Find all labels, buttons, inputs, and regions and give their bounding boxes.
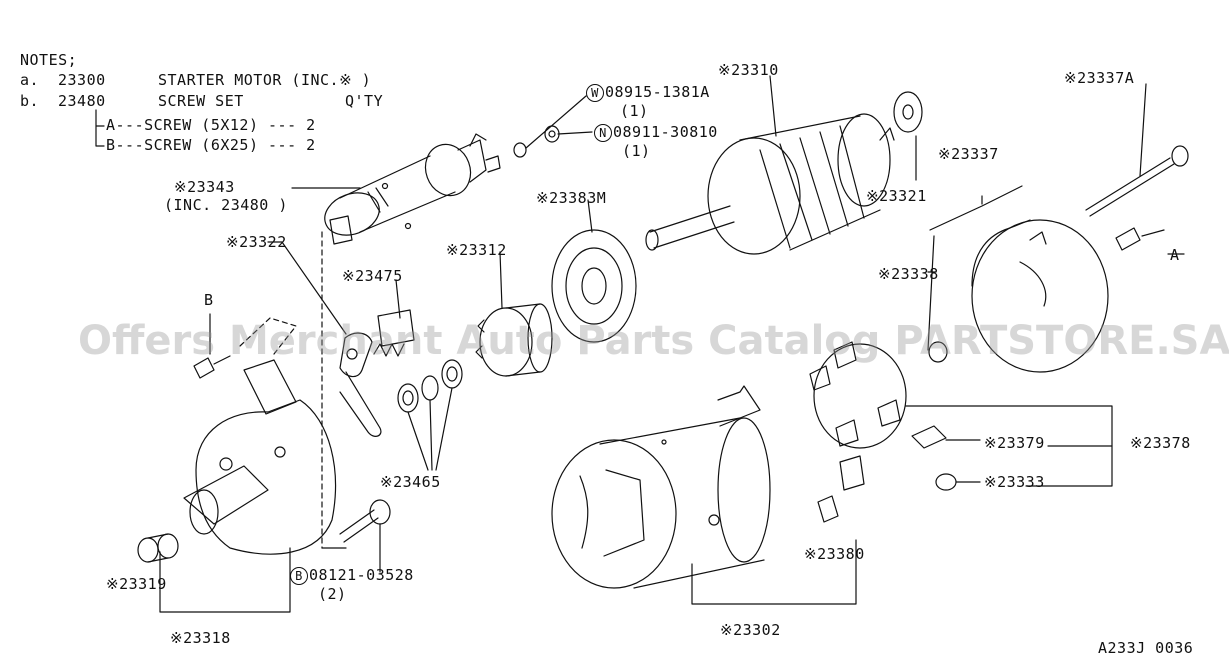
washer-set-part <box>397 359 463 471</box>
callout-23338: ※23338 <box>878 265 939 283</box>
screw-a-part <box>1115 227 1165 251</box>
n-part-number: 08911-30810 <box>613 123 718 141</box>
front-bushing-part <box>137 533 179 563</box>
w-part-number: 08915-1381A <box>605 83 710 101</box>
callout-23343: ※23343 <box>174 178 235 196</box>
note-b-letter: b. <box>20 92 40 110</box>
callout-23379: ※23379 <box>984 434 1045 452</box>
brush-and-spring-part <box>911 425 1113 491</box>
leader-lines <box>267 75 1185 335</box>
rear-cover-part <box>929 185 1109 373</box>
callout-23322: ※23322 <box>226 233 287 251</box>
watermark: Offers Merchant Auto Parts Catalog PARTS… <box>78 318 1229 364</box>
label-a: A <box>1170 246 1180 264</box>
callout-23333: ※23333 <box>984 473 1045 491</box>
callout-23318: ※23318 <box>170 629 231 647</box>
callout-23319: ※23319 <box>106 575 167 593</box>
b-part-number: 08121-03528 <box>309 566 414 584</box>
callout-23337A: ※23337A <box>1064 69 1135 87</box>
brush-part <box>691 455 865 605</box>
note-b-part: 23480 <box>58 92 106 110</box>
n-badge: N <box>594 124 612 142</box>
callout-23475: ※23475 <box>342 267 403 285</box>
center-plate-part <box>551 229 637 343</box>
notes-bracket <box>95 109 105 147</box>
pinion-part <box>475 303 553 377</box>
drive-housing-part <box>159 317 337 613</box>
field-yoke-part <box>551 385 771 589</box>
note-a-letter: a. <box>20 71 40 89</box>
label-b: B <box>204 291 214 309</box>
b-qty: (2) <box>318 585 347 603</box>
callout-23310: ※23310 <box>718 61 779 79</box>
solenoid-part <box>324 133 501 245</box>
note-a-desc: STARTER MOTOR (INC.※ ) <box>158 71 372 89</box>
callout-23312: ※23312 <box>446 241 507 259</box>
armature-part <box>645 91 923 255</box>
callout-23302: ※23302 <box>720 621 781 639</box>
callout-23321: ※23321 <box>866 187 927 205</box>
callout-23380: ※23380 <box>804 545 865 563</box>
note-a-part: 23300 <box>58 71 106 89</box>
callout-23383M: ※23383M <box>536 189 607 207</box>
note-sub-b: B---SCREW (6X25) --- 2 <box>106 136 316 154</box>
small-fasteners-part <box>513 95 593 158</box>
callout-23337: ※23337 <box>938 145 999 163</box>
notes-title: NOTES; <box>20 51 78 69</box>
note-b-desc: SCREW SET <box>158 92 244 110</box>
b-badge: B <box>290 567 308 585</box>
note-sub-a: A---SCREW (5X12) --- 2 <box>106 116 316 134</box>
w-qty: (1) <box>620 102 649 120</box>
screws-b-part <box>193 313 391 573</box>
through-bolt-part <box>1085 83 1189 217</box>
shift-lever-part <box>321 231 382 549</box>
callout-23343-inc: (INC. 23480 ) <box>164 196 288 214</box>
figure-code: A233J 0036 <box>1098 639 1194 657</box>
bushing-part <box>927 235 948 363</box>
n-qty: (1) <box>622 142 651 160</box>
note-qty-header: Q'TY <box>345 92 384 110</box>
callout-23378: ※23378 <box>1130 434 1191 452</box>
callout-23465: ※23465 <box>380 473 441 491</box>
w-badge: W <box>586 84 604 102</box>
